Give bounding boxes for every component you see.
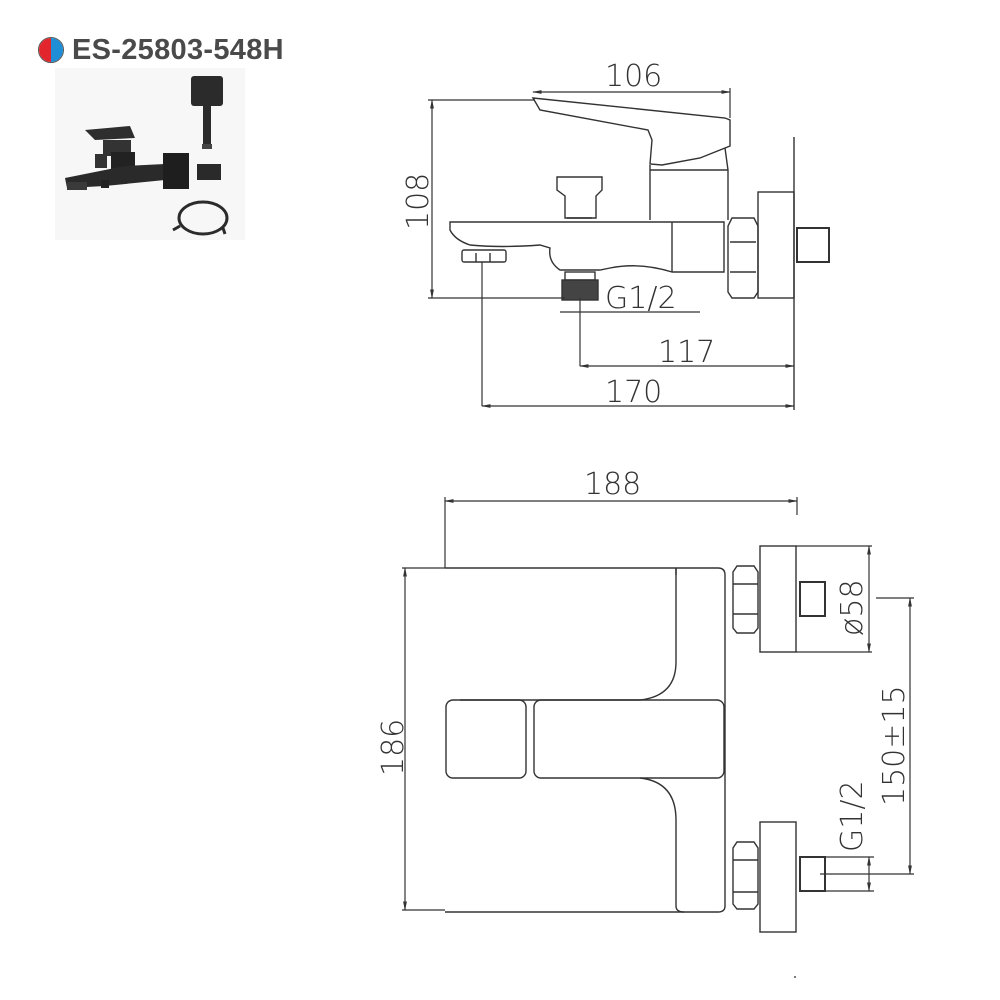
cold-half [51,38,63,62]
stray-dot [794,976,796,978]
dim-thread-side: G1/2 [605,281,677,316]
side-view [449,97,830,410]
bath-mixer-icon [65,126,189,190]
dim-width: 188 [584,467,641,502]
shower-hose-icon [172,200,229,236]
dim-spout-to-wall: 170 [605,375,662,410]
dim-height: 108 [401,173,436,230]
shower-holder-icon [197,164,221,180]
hot-cold-indicator-icon [38,37,64,63]
dim-inlet-spacing: 150±15 [877,685,912,806]
top-view-dimensions [402,497,914,911]
top-view [445,545,826,933]
hot-half [39,38,51,62]
hand-shower-icon [191,76,223,149]
product-image [55,68,245,240]
side-view-dimensions [428,88,795,408]
dim-handle-length: 106 [605,59,662,94]
dim-outlet-to-wall: 117 [658,335,715,370]
model-number: ES-25803-548H [72,33,284,66]
dim-depth: 186 [376,719,411,776]
product-header: ES-25803-548H [38,30,284,70]
dim-thread-top: G1/2 [835,780,870,852]
dim-flange-diameter: ø58 [835,579,870,636]
